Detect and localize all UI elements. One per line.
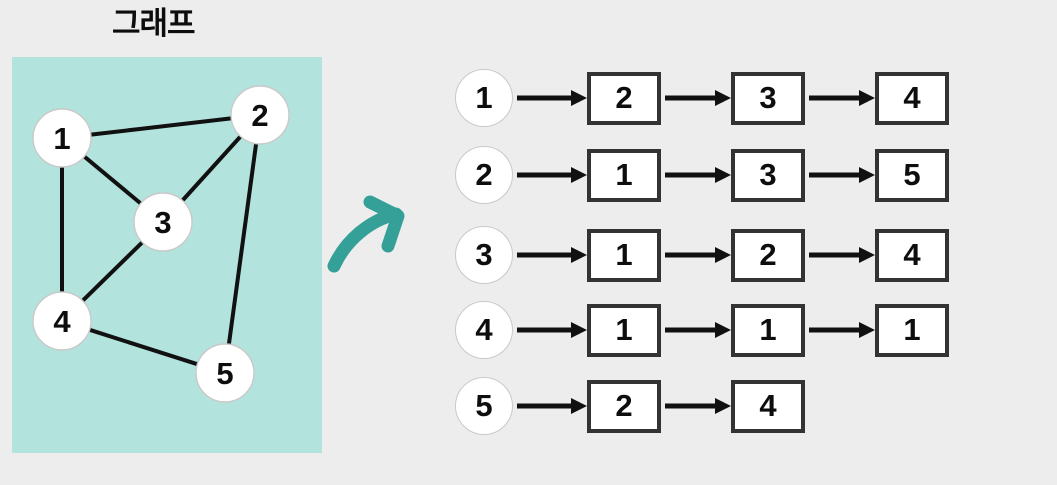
graph-node[interactable]: 5 — [195, 343, 255, 403]
graph-edges — [60, 116, 259, 367]
graph-node-circle — [195, 343, 255, 403]
arrow-right-icon — [513, 247, 587, 263]
curved-arrow-svg — [327, 195, 405, 273]
adjacency-cell[interactable]: 3 — [731, 148, 805, 202]
graph-nodes: 1 2 3 4 5 — [32, 85, 290, 403]
arrow-right-icon — [513, 90, 587, 106]
adjacency-row-head[interactable]: 4 — [455, 301, 513, 359]
graph-edge — [179, 133, 244, 204]
adjacency-row: 1 2 3 4 — [455, 60, 949, 136]
adjacency-cell[interactable]: 1 — [587, 303, 661, 357]
adjacency-cell[interactable]: 1 — [587, 148, 661, 202]
graph-node[interactable]: 3 — [133, 192, 193, 252]
graph-node-circle — [32, 291, 92, 351]
arrow-right-icon — [513, 167, 587, 183]
arrow-right-icon — [661, 247, 731, 263]
adjacency-cell[interactable]: 1 — [731, 303, 805, 357]
adjacency-cell[interactable]: 2 — [587, 379, 661, 433]
arrow-right-icon — [661, 322, 731, 338]
graph-node-circle — [32, 108, 92, 168]
page-title: 그래프 — [112, 6, 196, 41]
adjacency-list: 1 2 3 4 2 1 3 5 3 1 2 4 4 1 1 1 5 2 4 — [455, 60, 1015, 450]
adjacency-cell[interactable]: 1 — [587, 228, 661, 282]
adjacency-row-head[interactable]: 3 — [455, 226, 513, 284]
adjacency-cell[interactable]: 4 — [731, 379, 805, 433]
arrow-right-icon — [661, 167, 731, 183]
adjacency-row-head[interactable]: 5 — [455, 377, 513, 435]
graph-node-label: 2 — [251, 98, 268, 133]
graph-edge — [86, 116, 236, 137]
graph-node-label: 4 — [53, 304, 71, 339]
graph-diagram: 1 2 3 4 5 — [32, 85, 290, 403]
adjacency-cell[interactable]: 5 — [875, 148, 949, 202]
adjacency-row: 5 2 4 — [455, 368, 805, 444]
adjacency-cell[interactable]: 4 — [875, 71, 949, 125]
arrow-right-icon — [513, 398, 587, 414]
arrow-right-icon — [661, 398, 731, 414]
graph-node-circle — [230, 85, 290, 145]
adjacency-row: 3 1 2 4 — [455, 217, 949, 293]
adjacency-cell[interactable]: 1 — [875, 303, 949, 357]
adjacency-cell[interactable]: 3 — [731, 71, 805, 125]
graph-edge — [80, 153, 145, 207]
adjacency-row: 2 1 3 5 — [455, 137, 949, 213]
arrow-right-icon — [805, 167, 875, 183]
graph-node[interactable]: 1 — [32, 108, 92, 168]
graph-edge — [85, 327, 202, 367]
graph-node[interactable]: 4 — [32, 291, 92, 351]
graph-node-label: 1 — [53, 121, 70, 156]
arrow-right-icon — [513, 322, 587, 338]
arrow-right-icon — [661, 90, 731, 106]
adjacency-row-head[interactable]: 1 — [455, 69, 513, 127]
adjacency-cell[interactable]: 4 — [875, 228, 949, 282]
graph-edge — [226, 139, 259, 349]
arrow-right-icon — [805, 90, 875, 106]
graph-edge — [79, 238, 146, 305]
curved-arrow-up-right-icon — [326, 192, 422, 278]
adjacency-row-head[interactable]: 2 — [455, 146, 513, 204]
graph-panel: 1 2 3 4 5 — [12, 57, 322, 453]
adjacency-cell[interactable]: 2 — [731, 228, 805, 282]
adjacency-row: 4 1 1 1 — [455, 292, 949, 368]
arrow-right-icon — [805, 322, 875, 338]
graph-node-label: 3 — [154, 205, 171, 240]
adjacency-cell[interactable]: 2 — [587, 71, 661, 125]
graph-node-circle — [133, 192, 193, 252]
graph-node[interactable]: 2 — [230, 85, 290, 145]
graph-node-label: 5 — [216, 356, 233, 391]
arrow-right-icon — [805, 247, 875, 263]
